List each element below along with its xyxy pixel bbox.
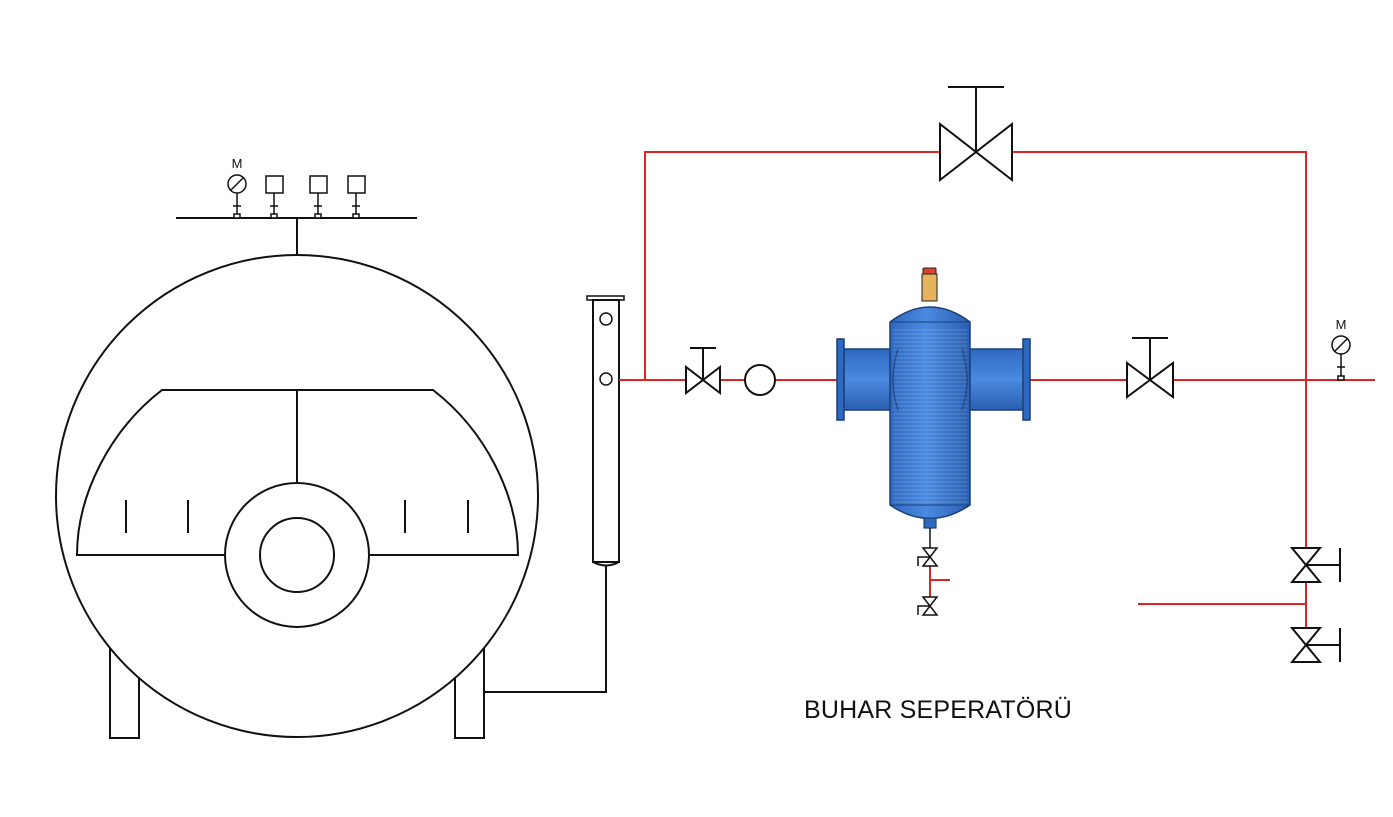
- manifold-instruments: M: [227, 156, 366, 219]
- switch-instrument-icon: [265, 175, 284, 219]
- separator-outlet-flange: [1022, 338, 1031, 421]
- pressure-gauge-icon: [227, 174, 247, 219]
- bypass-line: [644, 151, 940, 380]
- bypass-line: [1012, 151, 1307, 548]
- steam-separator-icon: [836, 267, 1031, 548]
- boiler-gauge-label: M: [232, 156, 243, 171]
- switch-instrument-icon: [309, 175, 328, 219]
- inlet-gate-valve[interactable]: [685, 347, 721, 396]
- boiler-furnace-inner: [259, 517, 335, 593]
- separator-drain-valve-upper[interactable]: [917, 547, 939, 567]
- separator-drain-valve-lower[interactable]: [917, 596, 939, 616]
- outlet-pressure-gauge-icon: M: [1331, 317, 1351, 381]
- sight-glass-icon: [484, 295, 625, 693]
- sight-glass-drain-line: [484, 566, 607, 693]
- bypass-gate-valve[interactable]: [939, 86, 1013, 183]
- steam-pipes: [619, 151, 1375, 628]
- separator-vent-cap: [922, 267, 937, 275]
- separator-vent: [921, 273, 938, 302]
- outlet-gauge-label: M: [1336, 317, 1347, 332]
- condensate-lower-valve[interactable]: [1289, 627, 1341, 663]
- switch-instrument-icon: [347, 175, 366, 219]
- diagram-title: BUHAR SEPERATÖRÜ: [804, 696, 1073, 724]
- inline-sight-glass-icon: [744, 364, 776, 396]
- condensate-upper-valve[interactable]: [1289, 547, 1341, 583]
- boiler: [55, 217, 539, 739]
- separator-inlet-flange: [836, 338, 845, 421]
- outlet-gate-valve[interactable]: [1126, 337, 1174, 399]
